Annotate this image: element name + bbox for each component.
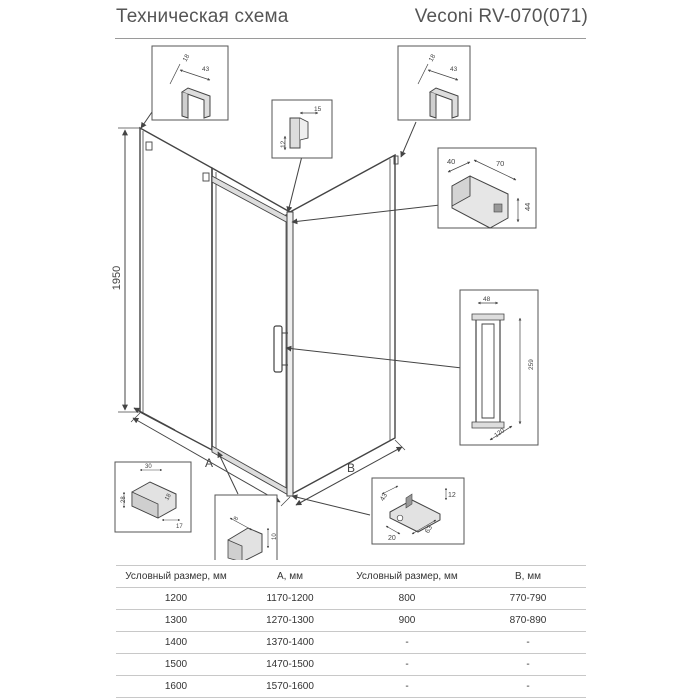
detail-dim-label: 17: [176, 524, 183, 530]
detail-dim-label: 12: [280, 140, 287, 148]
detail-dim-label: 43: [379, 492, 389, 502]
bottom-rail: [211, 445, 291, 497]
table-cell: 900: [344, 609, 470, 632]
table-cell: 870-890: [470, 609, 586, 632]
table-row: 1200 1170-1200 800 770-790: [116, 587, 586, 610]
column-header: Условный размер, мм: [116, 565, 236, 588]
table-cell: 1500: [116, 653, 236, 676]
detail-dim-label: 44: [523, 203, 532, 211]
table-row: 1300 1270-1300 900 870-890: [116, 609, 586, 632]
table-cell: 1400: [116, 631, 236, 654]
fixed-glass-panel: [139, 126, 213, 452]
technical-diagram: 1950 A B 18 43 15: [111, 45, 539, 560]
width-b-dimension: [295, 439, 406, 506]
detail-dim-label: 10: [272, 533, 278, 540]
table-cell: 1200: [116, 587, 236, 610]
table-cell: 800: [344, 587, 470, 610]
detail-dim-label: 18: [428, 53, 438, 63]
table-cell: -: [344, 653, 470, 676]
width-b-label: B: [347, 461, 355, 475]
top-rail: [211, 175, 291, 225]
column-header: Условный размер, мм: [344, 565, 470, 588]
detail-dim-label: 259: [528, 359, 535, 370]
header-divider: [115, 38, 586, 39]
detail-dim-label: 40: [447, 157, 455, 166]
table-cell: 1370-1400: [236, 631, 344, 654]
detail-bottom-left: 30 28 18 17: [114, 461, 192, 533]
detail-handle: 48 259 120: [459, 289, 539, 446]
detail-wall-bracket: 40 70 44: [437, 147, 537, 229]
table-cell: -: [470, 675, 586, 698]
detail-bottom-center: 8 10: [214, 494, 278, 560]
corner-post: [286, 211, 294, 497]
detail-dim-label: 20: [388, 535, 396, 542]
detail-dim-label: 18: [164, 492, 173, 501]
detail-dim-label: 48: [483, 296, 491, 303]
width-a-dimension: [130, 412, 291, 507]
detail-dim-label: 43: [450, 66, 458, 73]
table-cell: 770-790: [470, 587, 586, 610]
column-header: А, мм: [236, 565, 344, 588]
size-spec-table: Условный размер, мм А, мм Условный разме…: [116, 565, 586, 698]
detail-dim-label: 12: [448, 492, 456, 499]
table-cell: -: [470, 653, 586, 676]
detail-dim-label: 18: [182, 53, 192, 63]
height-label: 1950: [111, 266, 123, 290]
width-a-label: A: [205, 456, 213, 470]
detail-top-left-profile: 18 43: [151, 45, 229, 121]
table-cell: 1600: [116, 675, 236, 698]
leader-lines: [133, 111, 463, 516]
table-cell: 1170-1200: [236, 587, 344, 610]
model-name: Veconi RV-070(071): [414, 6, 588, 27]
detail-top-right-profile: 18 43: [397, 45, 471, 121]
table-cell: 1470-1500: [236, 653, 344, 676]
table-cell: 1570-1600: [236, 675, 344, 698]
column-header: В, мм: [470, 565, 586, 588]
detail-dim-label: 30: [145, 464, 152, 470]
detail-dim-label: 8: [233, 515, 240, 521]
table-cell: -: [344, 631, 470, 654]
table-row: 1500 1470-1500 - -: [116, 653, 586, 676]
detail-bottom-right: 43 12 20 63: [371, 477, 465, 545]
detail-top-center-profile: 15 12: [271, 99, 333, 159]
table-header-row: Условный размер, мм А, мм Условный разме…: [116, 565, 586, 588]
detail-dim-label: 63: [424, 524, 434, 534]
side-glass-panel: [289, 153, 396, 496]
detail-dim-label: 15: [314, 106, 322, 113]
table-row: 1600 1570-1600 - -: [116, 675, 586, 698]
table-cell: -: [470, 631, 586, 654]
detail-dim-label: 43: [202, 66, 210, 73]
detail-dim-label: 28: [121, 496, 127, 503]
table-cell: -: [344, 675, 470, 698]
table-cell: 1300: [116, 609, 236, 632]
table-cell: 1270-1300: [236, 609, 344, 632]
table-row: 1400 1370-1400 - -: [116, 631, 586, 654]
door-handle: [273, 325, 283, 373]
shower-enclosure: [139, 126, 399, 497]
page-title: Техническая схема: [116, 6, 289, 27]
detail-dim-label: 70: [496, 159, 504, 168]
